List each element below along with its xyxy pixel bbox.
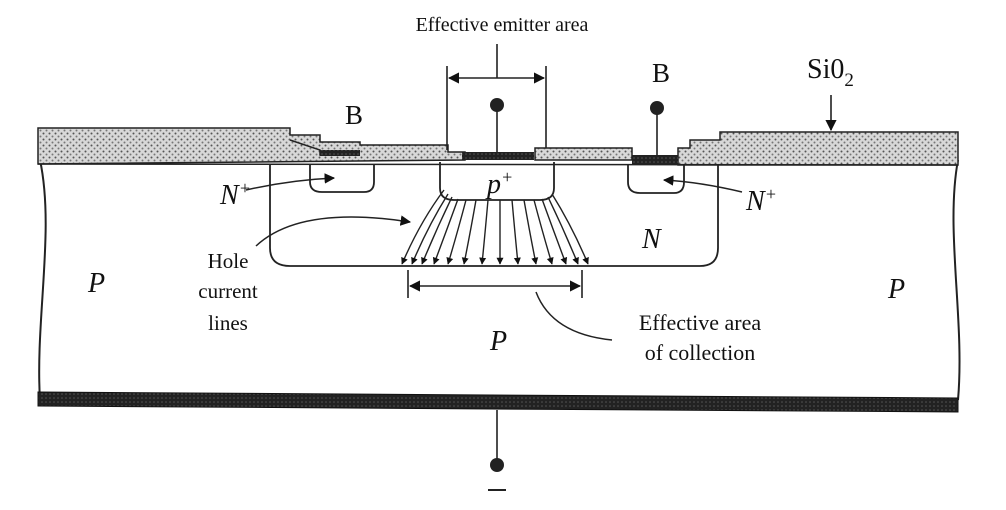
oxide-layer-right bbox=[677, 131, 959, 166]
n-plus-right-region bbox=[627, 165, 685, 194]
oxide-layer-middle bbox=[534, 147, 633, 161]
substrate-outline bbox=[38, 159, 961, 401]
svg-text:current: current bbox=[198, 279, 258, 303]
oxide-label: Si02 bbox=[807, 54, 854, 91]
n-plus-right-label: N+ bbox=[745, 184, 777, 217]
collection-area-label: Effective area of collection bbox=[639, 310, 762, 365]
svg-text:lines: lines bbox=[208, 311, 248, 335]
base-contact-left bbox=[320, 150, 360, 156]
collector-terminal bbox=[490, 458, 504, 472]
svg-text:Hole: Hole bbox=[208, 249, 249, 273]
effective-emitter-area-label: Effective emitter area bbox=[416, 14, 589, 36]
p-left-label: P bbox=[87, 268, 105, 299]
p-bottom-label: P bbox=[489, 326, 507, 357]
n-plus-left-label: N+ bbox=[219, 178, 251, 211]
base-label-right: B bbox=[652, 58, 670, 88]
oxide-layer bbox=[37, 127, 466, 165]
n-plus-left-region bbox=[309, 164, 375, 193]
hole-current-label: Hole current lines bbox=[198, 249, 258, 335]
collector-contact bbox=[37, 391, 959, 413]
base-label-left: B bbox=[345, 100, 363, 130]
p-plus-emitter-region bbox=[439, 162, 555, 201]
p-right-label: P bbox=[887, 274, 905, 305]
svg-text:of collection: of collection bbox=[645, 340, 756, 365]
hole-current-lines bbox=[401, 189, 589, 265]
emitter-contact bbox=[462, 152, 534, 160]
collection-area-bracket bbox=[407, 270, 583, 298]
n-region-label: N bbox=[641, 224, 662, 255]
p-plus-label: p+ bbox=[485, 167, 513, 200]
n-base-region bbox=[269, 164, 719, 267]
base-contact-right bbox=[632, 155, 678, 164]
base-terminal-right bbox=[650, 101, 664, 115]
emitter-area-bracket bbox=[446, 44, 547, 150]
emitter-terminal bbox=[490, 98, 504, 112]
svg-text:Effective area: Effective area bbox=[639, 310, 762, 335]
